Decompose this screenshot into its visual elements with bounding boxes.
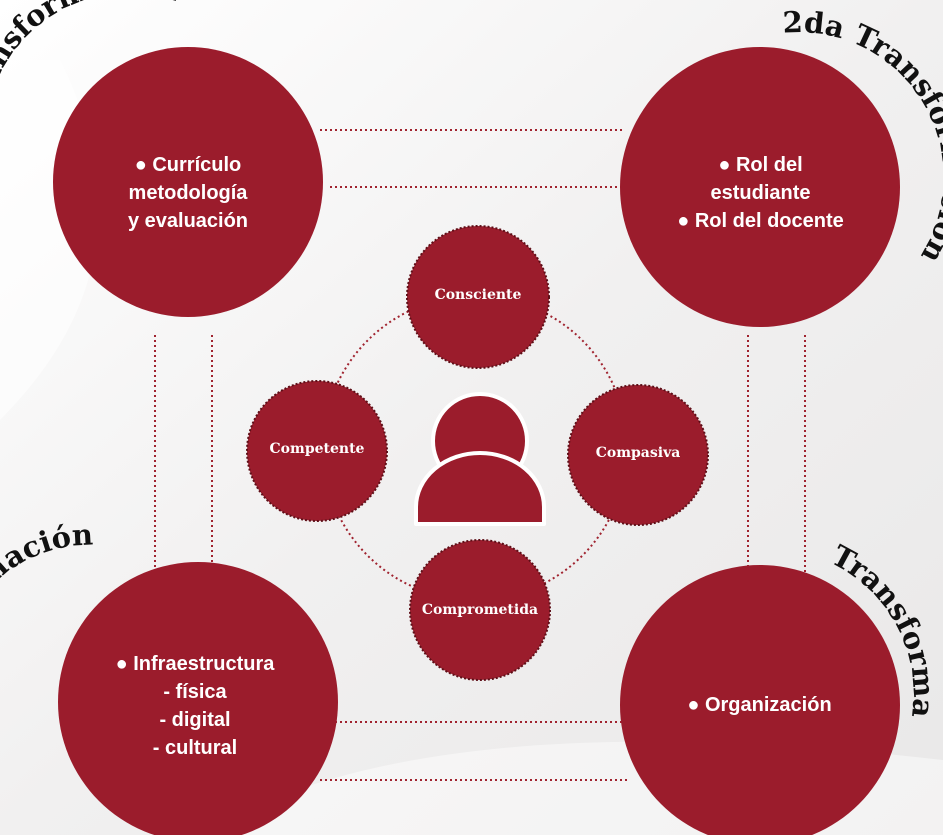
quality-consciente-circle [406, 225, 550, 369]
transformation-4-line: ● Infraestructura [115, 653, 275, 675]
quality-compasiva-label: Compasiva [595, 445, 681, 461]
transformation-1-line: ● Currículo [134, 154, 242, 176]
transformation-4-line: - digital [159, 709, 231, 731]
transformation-2-line: ● Rol del docente [677, 210, 844, 232]
transformation-2-line: estudiante [710, 182, 811, 204]
transformation-1-content: ● Currículo metodología y evaluación [88, 151, 288, 235]
quality-consciente-label: Consciente [434, 287, 522, 303]
transformation-2-content: ● Rol del estudiante ● Rol del docente [663, 151, 858, 235]
connector-lines [154, 129, 806, 781]
quality-competente-label: Competente [269, 441, 365, 457]
transformation-1-circle [53, 47, 323, 317]
transformation-1-line: y evaluación [127, 210, 249, 232]
quality-compasiva-circle [567, 384, 709, 526]
quality-comprometida-label: Comprometida [421, 602, 539, 618]
person-icon [414, 392, 546, 526]
transformation-2-line: ● Rol del [718, 154, 803, 176]
transformation-3-line: ● Organización [687, 694, 832, 716]
transformation-4-line: - física [163, 681, 227, 703]
transformation-4-line: - cultural [152, 737, 238, 759]
transformation-2-circle [620, 47, 900, 327]
transformation-4-circle [58, 562, 338, 835]
quality-comprometida-circle [409, 539, 551, 681]
transformation-1-line: metodología [128, 182, 248, 204]
transformation-3-content: ● Organización [662, 691, 857, 719]
transformation-3-circle [620, 565, 900, 835]
transformation-4-content: ● Infraestructura - física - digital - c… [95, 650, 295, 762]
quality-competente-circle [246, 380, 388, 522]
